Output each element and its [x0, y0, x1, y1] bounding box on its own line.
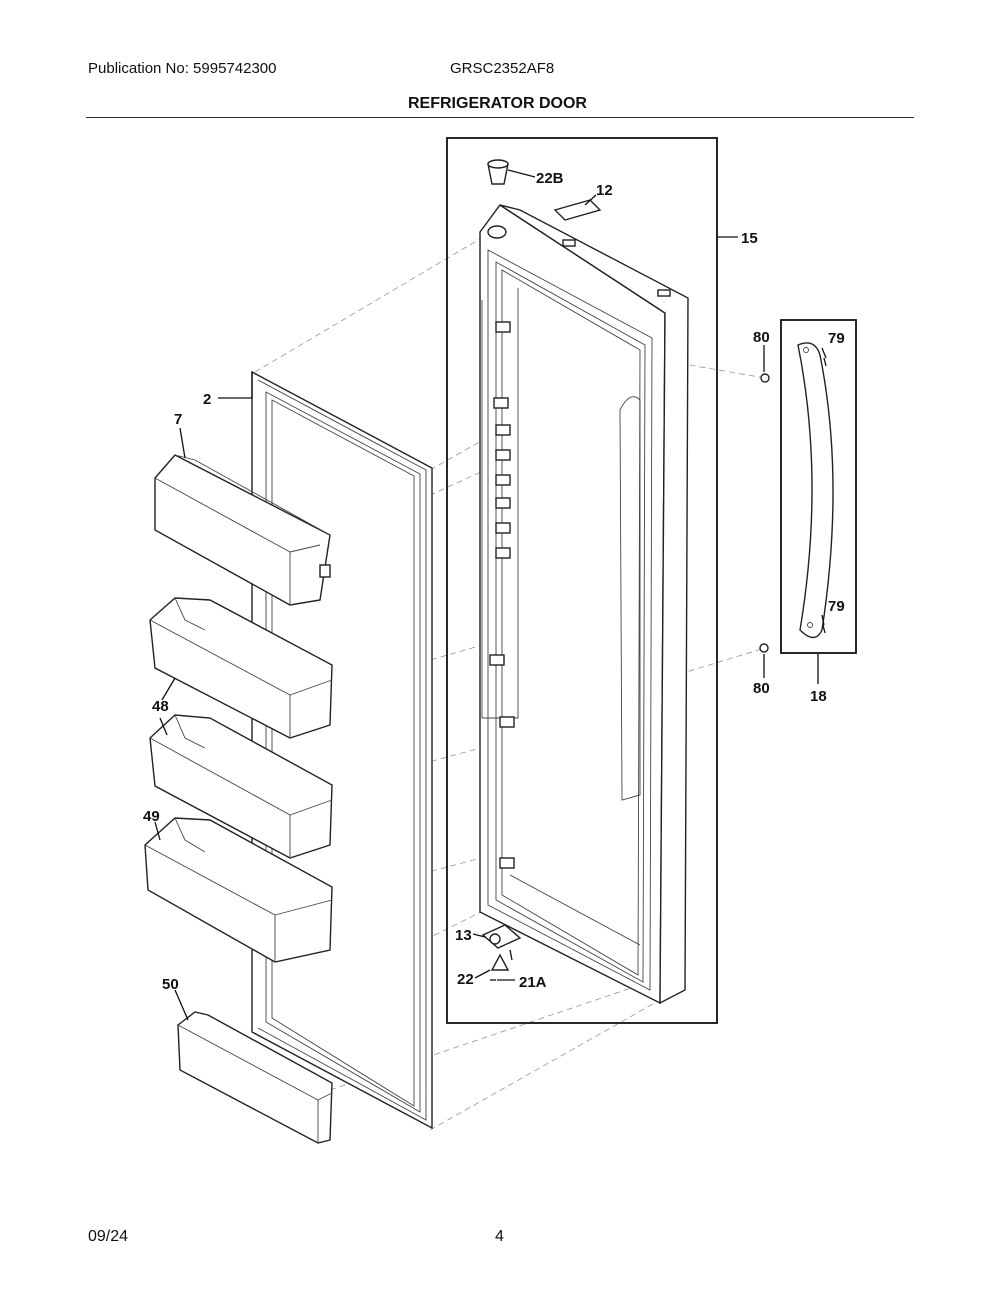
hinge-pin-22: [490, 953, 510, 971]
label-80-upper: 80: [753, 329, 770, 346]
label-79-upper: 79: [828, 330, 845, 347]
hardware-parts: [481, 357, 827, 981]
label-12: 12: [596, 182, 613, 199]
door-bin-48-lower: [149, 714, 333, 859]
label-13: 13: [455, 927, 472, 944]
door-bin-supports: [489, 321, 515, 869]
page-number: 4: [495, 1228, 504, 1245]
screw-80-lower: [759, 643, 769, 653]
publication-number: Publication No: 5995742300: [88, 60, 277, 77]
door-bin-50: [177, 1011, 333, 1144]
label-79-lower: 79: [828, 598, 845, 615]
refrigerator-door: [479, 204, 689, 1005]
part-labels: 22B 12 15 80 79 2 7 79 80 18 48 49 13 22…: [143, 170, 845, 993]
label-50: 50: [162, 976, 179, 993]
label-7: 7: [174, 411, 182, 428]
label-48: 48: [152, 698, 169, 715]
leader-lines: [154, 169, 827, 1021]
label-22: 22: [457, 971, 474, 988]
screw-80-upper: [760, 373, 770, 383]
footer-date: 09/24: [88, 1228, 129, 1245]
handle-assembly-box: [780, 319, 857, 654]
nameplate-12: [553, 199, 602, 221]
door-bin-49: [144, 817, 333, 963]
label-49: 49: [143, 808, 160, 825]
label-18: 18: [810, 688, 827, 705]
label-2: 2: [203, 391, 211, 408]
model-number: GRSC2352AF8: [450, 60, 555, 77]
label-80-lower: 80: [753, 680, 770, 697]
header-rule: [86, 117, 914, 118]
door-assembly-box: [446, 137, 718, 1024]
label-15: 15: [741, 230, 758, 247]
door-gasket: [251, 370, 433, 1130]
dairy-compartment-7: [154, 454, 331, 606]
door-handle-18: [797, 342, 834, 639]
screw-79-upper: [823, 357, 827, 367]
hinge-cap-22b: [487, 159, 509, 185]
screw-79-lower: [822, 624, 826, 634]
screw-21a: [509, 949, 513, 961]
label-22b: 22B: [536, 170, 564, 187]
door-bin-48-upper: [149, 597, 333, 739]
label-21a: 21A: [519, 974, 547, 991]
page-title: REFRIGERATOR DOOR: [408, 95, 587, 112]
